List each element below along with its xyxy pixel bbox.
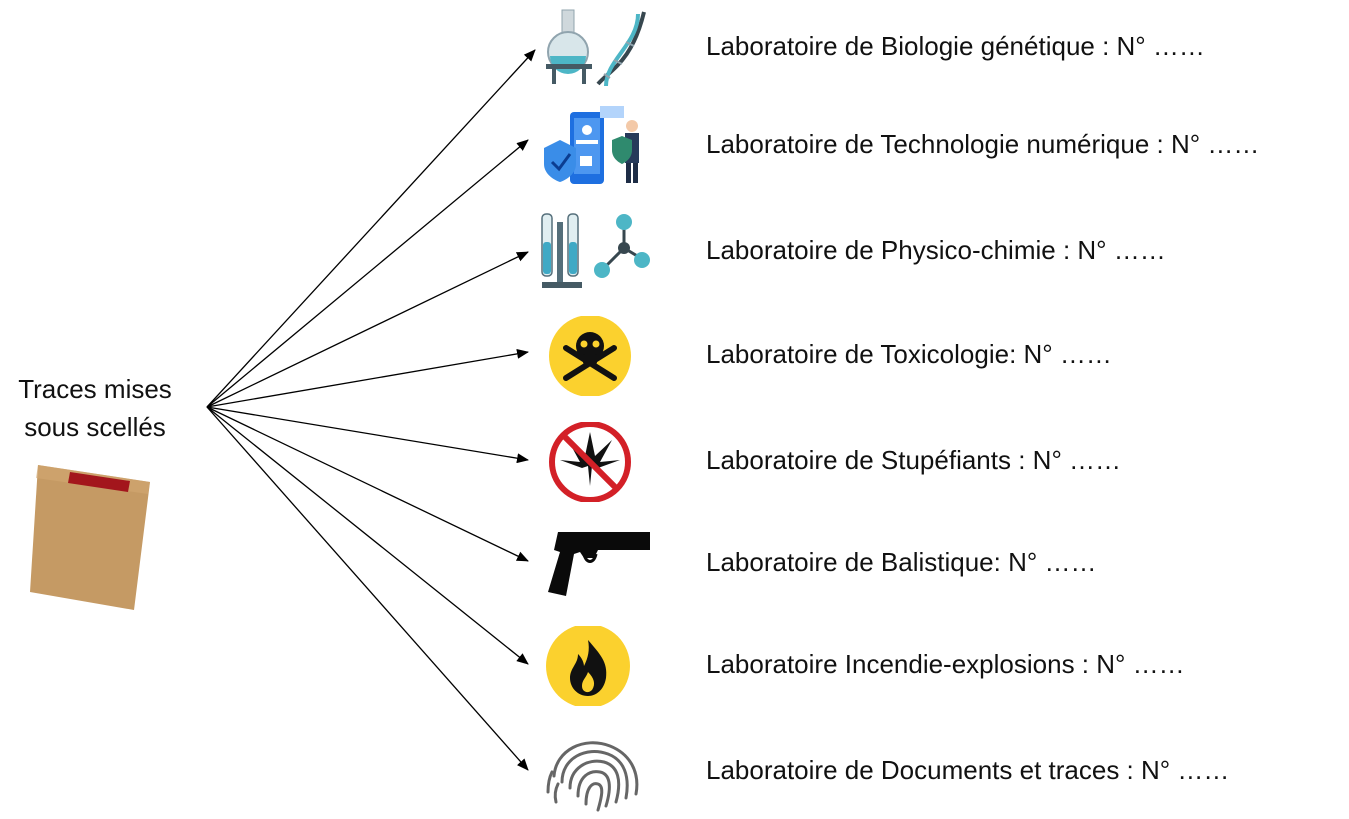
lab-row-narcotics: Laboratoire de Stupéfiants : N° …… (540, 422, 1340, 502)
lab-label: Laboratoire de Balistique: N° …… (706, 547, 1097, 577)
lab-label: Laboratoire de Documents et traces : N° … (706, 755, 1230, 785)
skull-crossbones-icon (549, 316, 631, 396)
arrow-to-lab-8 (206, 406, 529, 771)
no-cannabis-icon (549, 422, 631, 502)
lab-row-toxicology: Laboratoire de Toxicologie: N° …… (540, 316, 1340, 396)
source-label: Traces mises sous scellés (0, 370, 190, 446)
phone-security-icon (544, 106, 639, 184)
test-tubes-molecule-icon (541, 213, 650, 288)
lab-label: Laboratoire de Technologie numérique : N… (706, 129, 1260, 159)
lab-label: Laboratoire de Toxicologie: N° …… (706, 339, 1112, 369)
flask-dna-icon (546, 9, 646, 87)
flame-icon (546, 626, 630, 706)
lab-row-fire-explosions: Laboratoire Incendie-explosions : N° …… (540, 626, 1340, 706)
lab-row-ballistics: Laboratoire de Balistique: N° …… (540, 524, 1340, 604)
source-label-line-2: sous scellés (24, 412, 166, 442)
arrow-to-lab-1 (206, 49, 536, 408)
lab-label: Laboratoire Incendie-explosions : N° …… (706, 649, 1185, 679)
pistol-icon (548, 532, 650, 596)
lab-row-physico-chemistry: Laboratoire de Physico-chimie : N° …… (540, 212, 1340, 292)
sealed-envelope-icon (30, 465, 150, 610)
lab-row-biology: Laboratoire de Biologie génétique : N° …… (540, 8, 1340, 88)
lab-row-digital: Laboratoire de Technologie numérique : N… (540, 106, 1340, 186)
arrow-to-lab-4 (206, 348, 529, 408)
lab-label: Laboratoire de Physico-chimie : N° …… (706, 235, 1166, 265)
fingerprint-icon (546, 741, 639, 812)
lab-label: Laboratoire de Biologie génétique : N° …… (706, 31, 1205, 61)
arrow-to-lab-2 (206, 139, 529, 408)
lab-label: Laboratoire de Stupéfiants : N° …… (706, 445, 1122, 475)
source-label-line-1: Traces mises (18, 374, 172, 404)
arrow-to-lab-3 (206, 251, 529, 408)
arrow-to-lab-6 (206, 406, 529, 562)
arrow-to-lab-7 (206, 406, 529, 665)
arrow-to-lab-5 (206, 406, 529, 464)
lab-row-documents-traces: Laboratoire de Documents et traces : N° … (540, 732, 1340, 812)
